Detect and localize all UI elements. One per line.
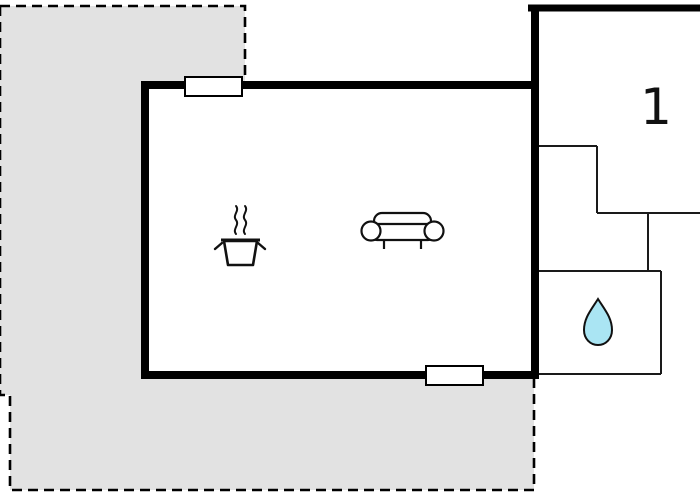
- steam-icon: [233, 205, 239, 235]
- sofa-icon: [360, 211, 445, 249]
- interior-partition-walls: [539, 145, 700, 375]
- steam-icon: [242, 205, 248, 235]
- pot-handle-right: [256, 241, 267, 251]
- sofa-armrest-left: [360, 220, 382, 242]
- window-bottom: [425, 365, 484, 386]
- sofa-armrest-right: [423, 220, 445, 242]
- pot-body: [222, 239, 259, 267]
- terrace-area: [0, 4, 536, 492]
- main-room: [141, 81, 539, 379]
- room-number-label: 1: [640, 78, 672, 136]
- cooking-pot-icon: [213, 205, 267, 267]
- water-drop-icon: [582, 297, 614, 347]
- pot-handle-left: [213, 241, 224, 251]
- window-top: [184, 76, 243, 97]
